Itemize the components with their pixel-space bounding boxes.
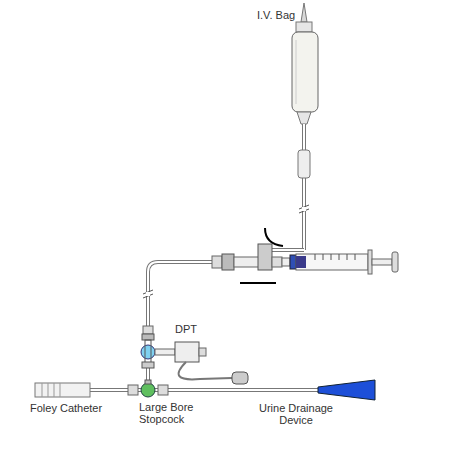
- part-label: Urine Drainage Device: [246, 402, 346, 426]
- drainage-line: [35, 380, 375, 400]
- part-label: I.V. Bag: [257, 9, 295, 21]
- drip-chamber: [298, 150, 310, 178]
- part-label: Foley Catheter: [30, 402, 102, 414]
- tubing: [90, 124, 320, 390]
- break-marks: [143, 205, 309, 298]
- flush-assembly: [212, 228, 398, 283]
- part-label: Large Bore Stopcock: [139, 401, 201, 425]
- iv-bag: [292, 3, 318, 124]
- part-label: DPT: [175, 323, 197, 335]
